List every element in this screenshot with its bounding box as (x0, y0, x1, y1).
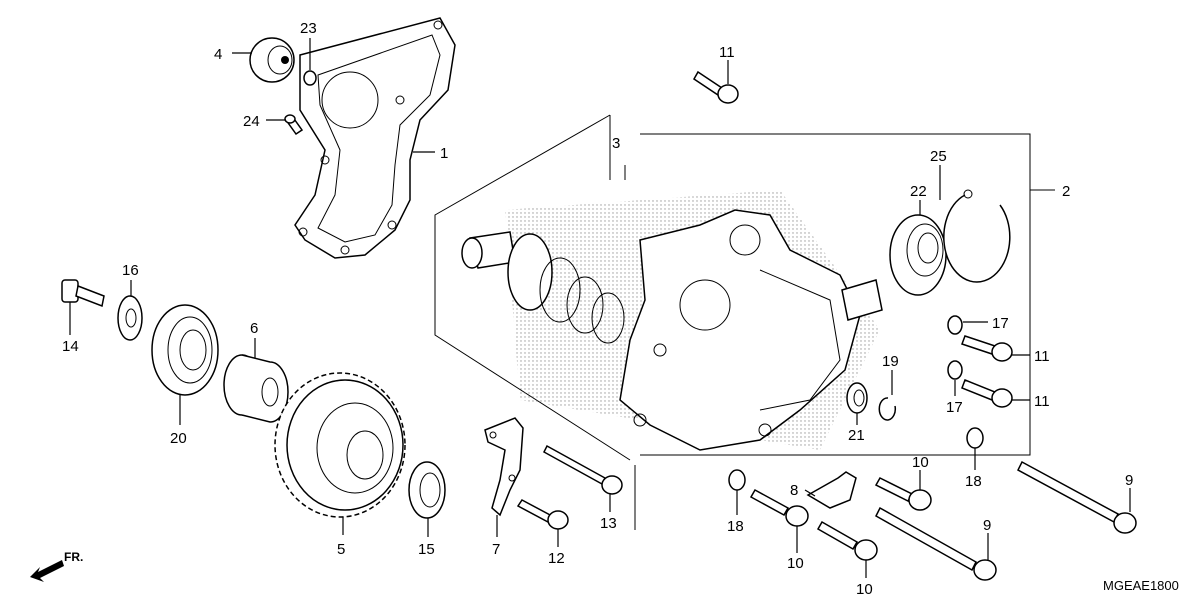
callout-21: 21 (848, 427, 865, 444)
callout-9a: 9 (1125, 472, 1133, 489)
callout-23: 23 (300, 20, 317, 37)
assembly-outline-2 (640, 133, 1055, 456)
seal-15-part (408, 461, 446, 519)
bolt-9b-part (875, 506, 997, 581)
callout-6: 6 (250, 320, 258, 337)
callout-10c: 10 (856, 581, 873, 598)
bolt-11c-part (961, 379, 1013, 408)
callout-12: 12 (548, 550, 565, 567)
callout-15: 15 (418, 541, 435, 558)
callout-18a: 18 (965, 473, 982, 490)
callout-5: 5 (337, 541, 345, 558)
seal-21-part (846, 382, 868, 414)
callout-25: 25 (930, 148, 947, 165)
callout-8: 8 (790, 482, 798, 499)
diagram-code: MGEAE1800 (1103, 578, 1179, 593)
callout-14: 14 (62, 338, 79, 355)
washer-23-part (303, 70, 317, 86)
gasket-part (294, 17, 456, 259)
callout-labels: 1 2 3 4 5 6 7 8 9 9 10 10 10 11 11 11 12… (62, 20, 1133, 598)
callout-11b: 11 (1034, 348, 1050, 365)
bolt-14-part (61, 279, 105, 308)
callout-9b: 9 (983, 517, 991, 534)
bolt-11b-part (961, 335, 1013, 362)
callout-24: 24 (243, 113, 260, 130)
washer-18a-part (966, 427, 984, 449)
callout-11c: 11 (1034, 393, 1050, 410)
final-drive-assembly-part (461, 190, 883, 451)
front-label: FR. (64, 550, 83, 564)
callout-10b: 10 (787, 555, 804, 572)
cap-part (249, 37, 295, 83)
callout-1: 1 (440, 145, 448, 162)
bolt-12-part (516, 499, 569, 530)
front-arrow-icon (30, 560, 64, 582)
bolt-10b-part (749, 488, 809, 527)
callout-22: 22 (910, 183, 927, 200)
washer-17a-part (947, 315, 963, 335)
bolt-13-part (543, 444, 623, 495)
bolt-10a-part (874, 477, 932, 511)
bolt-10c-part (816, 520, 878, 561)
callout-4: 4 (214, 46, 222, 63)
bolt-9a-part (1017, 460, 1137, 534)
callout-18b: 18 (727, 518, 744, 535)
leader-lines (69, 38, 1131, 578)
callout-19: 19 (882, 353, 899, 370)
callout-13: 13 (600, 515, 617, 532)
gear-5-part (274, 372, 406, 518)
bearing-22-part (889, 214, 947, 296)
callout-2: 2 (1062, 183, 1070, 200)
callout-17b: 17 (946, 399, 963, 416)
callout-17a: 17 (992, 315, 1009, 332)
washer-18b-part (728, 469, 746, 491)
callout-3: 3 (612, 135, 620, 152)
washer-16-part (117, 295, 143, 341)
bracket-8-part (806, 471, 857, 509)
front-direction-indicator: FR. (30, 550, 83, 582)
collar-6-part (223, 354, 289, 423)
dowel-pin-part (284, 114, 304, 136)
snap-ring-19-part (878, 397, 897, 421)
circlip-25-part (943, 189, 1011, 283)
washer-17b-part (947, 360, 963, 380)
callout-7: 7 (492, 541, 500, 558)
callout-20: 20 (170, 430, 187, 447)
bearing-20-part (151, 304, 219, 396)
bolt-11a-part (693, 70, 739, 104)
callout-10a: 10 (912, 454, 929, 471)
callout-16: 16 (122, 262, 139, 279)
callout-11a: 11 (719, 44, 735, 61)
bracket-7-part (484, 417, 524, 517)
